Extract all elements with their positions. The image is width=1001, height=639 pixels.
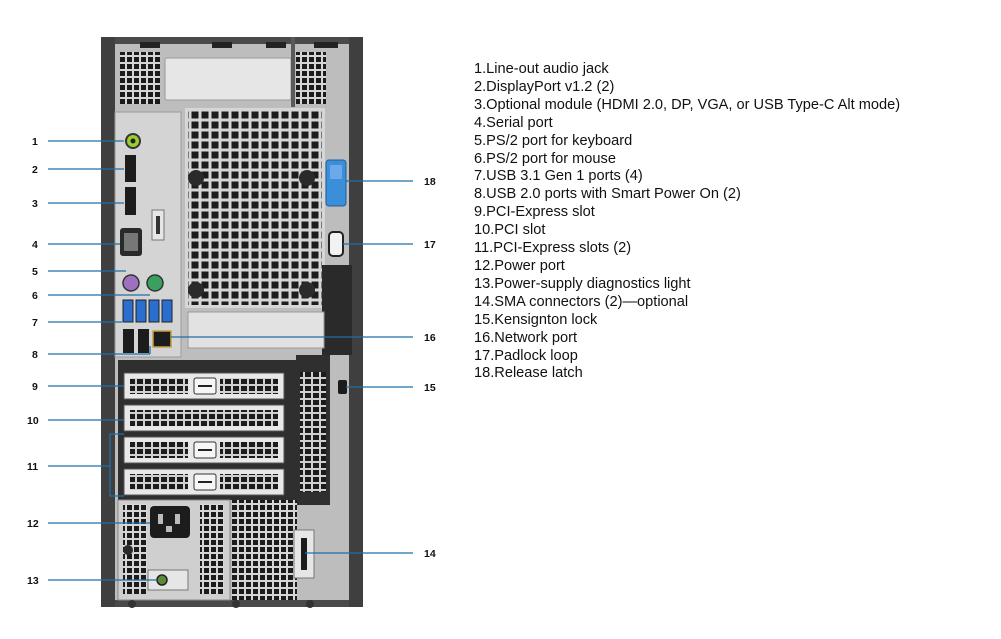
callout-8: 8	[32, 349, 38, 361]
side-hardware	[322, 159, 352, 394]
fan-screw	[299, 170, 315, 186]
blank-plate	[187, 311, 325, 349]
callout-16: 16	[424, 332, 436, 344]
callout-15: 15	[424, 382, 436, 394]
callout-9: 9	[32, 381, 38, 393]
legend-list: 1.Line-out audio jack 2.DisplayPort v1.2…	[474, 61, 900, 383]
callout-2: 2	[32, 164, 38, 176]
leader-line	[109, 433, 124, 497]
callout-13: 13	[27, 575, 39, 587]
callout-10: 10	[27, 415, 39, 427]
foot	[232, 600, 240, 608]
power-port	[150, 506, 190, 538]
pci-slot	[123, 404, 285, 432]
legend-item: 7.USB 3.1 Gen 1 ports (4)	[474, 168, 643, 185]
legend-item: 13.Power-supply diagnostics light	[474, 275, 691, 292]
legend-item: 6.PS/2 port for mouse	[474, 150, 616, 167]
legend-item: 3.Optional module (HDMI 2.0, DP, VGA, or…	[474, 96, 901, 113]
legend-item: 15.Kensignton lock	[474, 311, 598, 328]
legend-item: 4.Serial port	[474, 114, 553, 131]
legend-item: 2.DisplayPort v1.2 (2)	[474, 78, 615, 95]
usb3-port	[135, 299, 147, 323]
usb3-port	[148, 299, 160, 323]
legend-item: 8.USB 2.0 ports with Smart Power On (2)	[474, 186, 741, 203]
pci-express-slot	[123, 468, 285, 496]
legend-item: 10.PCI slot	[474, 222, 546, 239]
pci-express-slot	[123, 436, 285, 464]
fan-screw	[188, 170, 204, 186]
usb2-port	[123, 329, 134, 353]
padlock-loop	[328, 231, 344, 257]
callout-5: 5	[32, 266, 38, 278]
callout-17: 17	[424, 239, 436, 251]
legend-item: 17.Padlock loop	[474, 347, 578, 364]
legend-item: 12.Power port	[474, 257, 565, 274]
legend-item: 18.Release latch	[474, 365, 583, 382]
ps2-keyboard-port	[122, 274, 140, 292]
legend-item: 14.SMA connectors (2)—optional	[474, 293, 689, 310]
usb2-port	[138, 329, 149, 353]
computer-rear-panel-diagram: 1 2 3 4 5 6 7 8 9 10 11 12 13 14 15 16 1…	[27, 37, 436, 608]
legend-item: 16.Network port	[474, 329, 578, 346]
legend-item: 1.Line-out audio jack	[474, 61, 609, 77]
leader-lines	[48, 140, 413, 581]
callout-numbers: 1 2 3 4 5 6 7 8 9 10 11 12 13 14 15 16 1…	[27, 136, 436, 587]
pci-express-slot	[123, 372, 285, 400]
displayport-port	[125, 155, 136, 182]
callout-11: 11	[27, 461, 38, 473]
io-panel	[114, 111, 182, 358]
optional-module-port	[125, 187, 136, 215]
legend-item: 11.PCI-Express slots (2)	[474, 240, 632, 257]
callout-12: 12	[27, 518, 39, 530]
fan-screw	[188, 282, 204, 298]
callout-4: 4	[32, 239, 38, 251]
fan-vent	[185, 108, 325, 308]
expansion-slots	[118, 355, 330, 505]
callout-14: 14	[424, 548, 436, 560]
fan-screw	[299, 282, 315, 298]
legend-item: 9.PCI-Express slot	[474, 204, 595, 221]
power-supply	[117, 499, 231, 601]
callout-3: 3	[32, 198, 38, 210]
network-port	[152, 330, 172, 348]
callout-6: 6	[32, 290, 38, 302]
usb3-port	[161, 299, 173, 323]
kensington-lock	[338, 380, 347, 394]
callout-7: 7	[32, 317, 38, 329]
power-supply-diagnostics-light	[156, 574, 168, 586]
foot	[128, 600, 136, 608]
callout-18: 18	[424, 176, 436, 188]
usb3-port	[122, 299, 134, 323]
foot	[306, 600, 314, 608]
ps2-mouse-port	[146, 274, 164, 292]
callout-1: 1	[32, 136, 38, 148]
legend-item: 5.PS/2 port for keyboard	[474, 132, 633, 149]
